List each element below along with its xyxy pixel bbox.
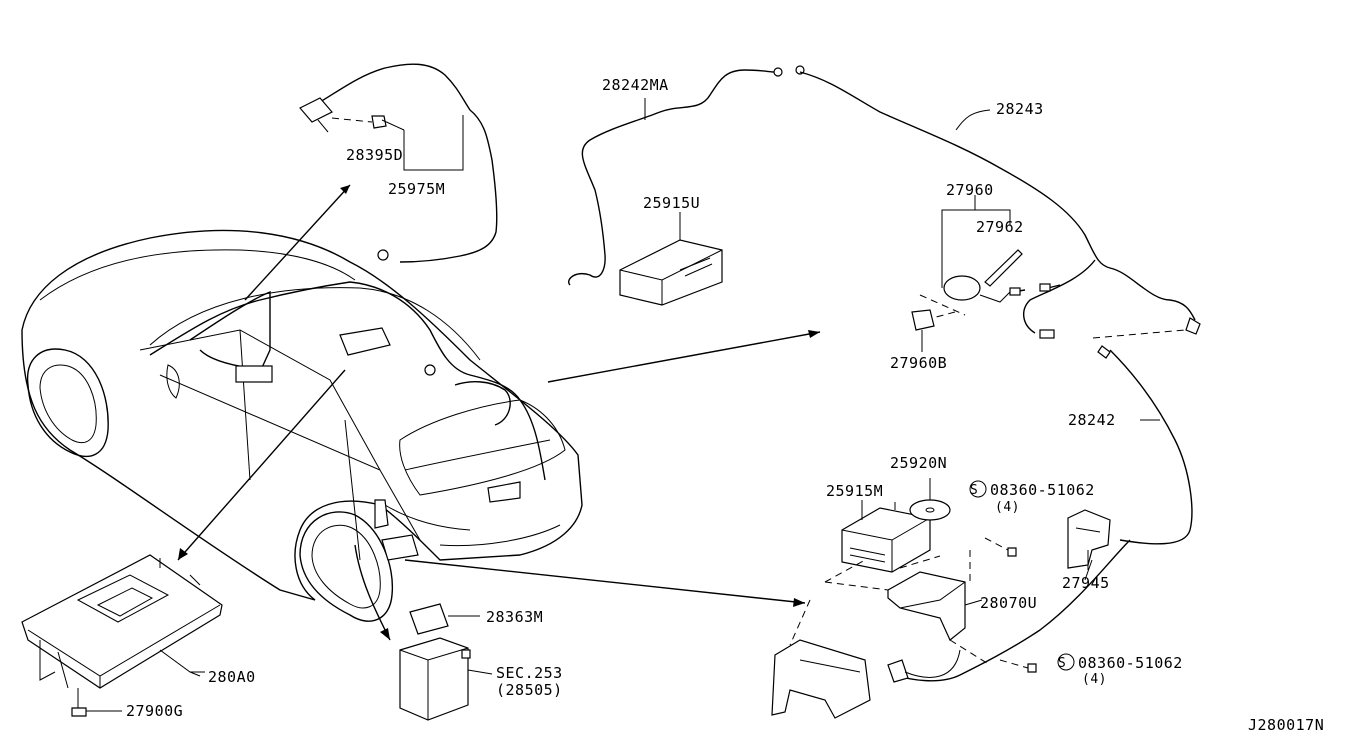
connector-end-icon [1185, 317, 1201, 335]
vehicle-illustration [21, 229, 583, 622]
ecu-280a0 [21, 554, 223, 717]
mount-bracket [771, 599, 991, 719]
label-sec253-ref: (28505) [496, 681, 563, 699]
label-27962: 27962 [976, 218, 1024, 236]
label-27960b: 27960B [890, 354, 947, 372]
bracket-27945 [1067, 509, 1111, 570]
bolt-27900g-icon [71, 707, 87, 717]
connector-end-icon [1009, 287, 1021, 296]
leader-lines [189, 98, 1160, 677]
label-280a0: 280A0 [208, 668, 256, 686]
label-28242ma: 28242MA [602, 76, 669, 94]
pointer-arrows [177, 184, 821, 641]
label-25975m: 25975M [388, 180, 445, 198]
part-labels: 28395D 25975M 28242MA 28243 25915U 27960… [126, 76, 1324, 734]
harness-28242 [894, 329, 1193, 682]
connector-end-icon [773, 67, 783, 77]
label-08360-51062-b: 08360-51062 [1078, 654, 1183, 672]
rear-connector-icon [487, 481, 521, 503]
roof-module-icon [235, 365, 273, 383]
sensor-bracket-icon [374, 499, 389, 529]
label-sec253: SEC.253 [496, 664, 563, 682]
connector-icon [299, 97, 333, 123]
connector-end-icon [1097, 345, 1111, 359]
label-25920n: 25920N [890, 454, 947, 472]
label-25915u: 25915U [643, 194, 700, 212]
label-28363m: 28363M [486, 608, 543, 626]
microphone-27960 [911, 195, 1023, 352]
label-28395d: 28395D [346, 146, 403, 164]
disc-25920n [909, 478, 951, 521]
connector-end-icon [1039, 283, 1051, 292]
feeder-harness-28243 [568, 65, 1201, 339]
label-27960: 27960 [946, 181, 994, 199]
label-28243: 28243 [996, 100, 1044, 118]
control-unit-icon [381, 534, 419, 561]
audio-unit-25915u [619, 239, 723, 306]
screw-symbol-a: S [970, 483, 978, 498]
sensor-28363m [409, 603, 480, 635]
diagram-id: J280017N [1248, 716, 1324, 734]
label-27900g: 27900G [126, 702, 183, 720]
harness-end-clip-icon [377, 249, 389, 261]
overhead-module-icon [339, 327, 391, 356]
label-qty-a: (4) [995, 500, 1020, 515]
unit-sec253 [399, 637, 493, 721]
tool-27962-icon [984, 249, 1023, 287]
bolt-28395d-icon [371, 115, 387, 129]
label-27945: 27945 [1062, 574, 1110, 592]
label-28070u: 28070U [980, 594, 1037, 612]
harness-25975m [299, 63, 498, 263]
antenna-base-icon [424, 364, 436, 376]
audio-unit-25915m [841, 502, 931, 573]
connector-end-icon [1039, 329, 1055, 339]
label-25915m: 25915M [826, 482, 883, 500]
screw-symbol-b: S [1058, 656, 1066, 671]
label-08360-51062-a: 08360-51062 [990, 481, 1095, 499]
label-qty-b: (4) [1082, 672, 1107, 687]
nut-27960b-icon [911, 309, 935, 331]
label-28242: 28242 [1068, 411, 1116, 429]
screws [969, 480, 1075, 673]
in-vehicle-harness [149, 281, 546, 561]
